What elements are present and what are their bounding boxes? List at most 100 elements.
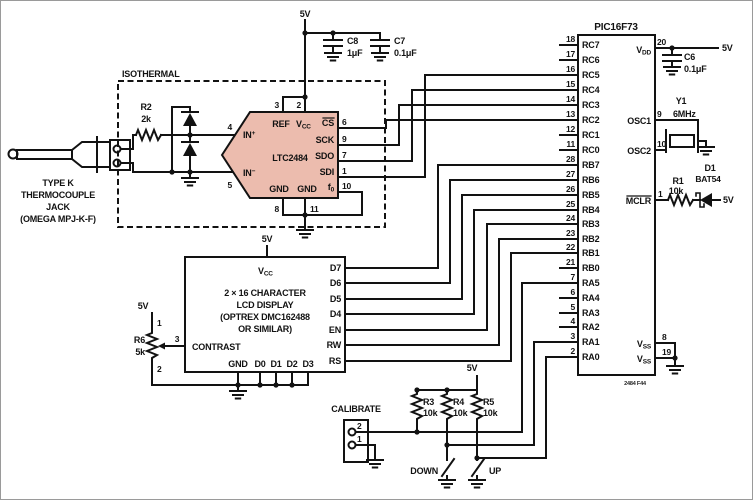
svg-text:3: 3 bbox=[175, 334, 180, 344]
resistor-r4 bbox=[439, 389, 455, 446]
r2-value: 2k bbox=[141, 114, 152, 124]
svg-text:RA5: RA5 bbox=[582, 278, 600, 288]
svg-text:8: 8 bbox=[274, 204, 279, 214]
svg-text:11: 11 bbox=[566, 139, 575, 149]
resistor-r1 bbox=[666, 192, 695, 208]
svg-text:15: 15 bbox=[566, 79, 576, 89]
c8-value: 1μF bbox=[347, 48, 363, 58]
r4-value: 10k bbox=[453, 408, 469, 418]
svg-text:GND: GND bbox=[297, 184, 317, 194]
resistors bbox=[134, 127, 695, 459]
thermocouple-jack bbox=[7, 136, 131, 173]
svg-text:EN: EN bbox=[329, 325, 341, 335]
contrast-label: CONTRAST bbox=[192, 342, 241, 352]
svg-text:6: 6 bbox=[570, 287, 575, 297]
svg-text:5: 5 bbox=[227, 180, 232, 190]
svg-text:RC5: RC5 bbox=[582, 70, 600, 80]
svg-text:RC4: RC4 bbox=[582, 85, 600, 95]
svg-text:20: 20 bbox=[657, 37, 667, 47]
osc2-label: OSC2 bbox=[627, 146, 651, 156]
svg-text:RB6: RB6 bbox=[582, 175, 600, 185]
svg-text:RS: RS bbox=[329, 356, 341, 366]
ground-icon bbox=[296, 229, 314, 239]
svg-text:27: 27 bbox=[566, 169, 576, 179]
protection-diode-upper bbox=[181, 111, 199, 127]
crystal-y1 bbox=[665, 129, 699, 153]
down-button-label: DOWN bbox=[410, 466, 438, 476]
c6-value: 0.1μF bbox=[684, 64, 707, 74]
supply-5v-label: 5V bbox=[300, 9, 311, 19]
svg-text:16: 16 bbox=[566, 64, 576, 74]
r6-value: 5k bbox=[135, 347, 146, 357]
lcd-vcc-label: VCC bbox=[258, 266, 273, 278]
wire-rs bbox=[344, 252, 579, 362]
svg-text:RA4: RA4 bbox=[582, 293, 600, 303]
resistor-r5 bbox=[469, 389, 485, 459]
ground-icon bbox=[663, 66, 681, 76]
svg-text:26: 26 bbox=[566, 184, 576, 194]
svg-text:6: 6 bbox=[342, 117, 347, 127]
r5-ref: R5 bbox=[483, 397, 494, 407]
svg-text:28: 28 bbox=[566, 154, 576, 164]
svg-text:11: 11 bbox=[310, 204, 319, 214]
svg-text:RW: RW bbox=[327, 340, 342, 350]
wire-ra1-down bbox=[533, 341, 579, 446]
ltc2484-chip bbox=[220, 111, 339, 199]
diode-d1-bat54 bbox=[695, 192, 712, 208]
svg-text:RA1: RA1 bbox=[582, 337, 600, 347]
svg-text:17: 17 bbox=[566, 49, 576, 59]
svg-text:RC1: RC1 bbox=[582, 130, 600, 140]
cap-c8 bbox=[323, 39, 343, 47]
d1-ref: D1 bbox=[704, 163, 715, 173]
svg-text:3: 3 bbox=[274, 100, 279, 110]
svg-text:2: 2 bbox=[157, 364, 162, 374]
sck-pin-label: SCK bbox=[316, 135, 335, 145]
ground-icon bbox=[181, 177, 199, 187]
f0-pin-label: f0 bbox=[328, 182, 335, 194]
pot-r6 bbox=[144, 312, 160, 386]
svg-text:(OMEGA MPJ-K-F): (OMEGA MPJ-K-F) bbox=[20, 214, 96, 224]
svg-text:19: 19 bbox=[662, 347, 672, 357]
svg-text:24: 24 bbox=[566, 213, 576, 223]
calibrate-labels: CALIBRATE 2 1 R3 10k R4 10k R5 10k 5V DO… bbox=[331, 363, 501, 476]
r3-value: 10k bbox=[423, 408, 439, 418]
svg-text:7: 7 bbox=[570, 272, 575, 282]
svg-text:13: 13 bbox=[566, 109, 576, 119]
svg-text:OR SIMILAR): OR SIMILAR) bbox=[238, 324, 292, 334]
c6-ref: C6 bbox=[684, 52, 695, 62]
up-button-label: UP bbox=[489, 466, 501, 476]
svg-text:GND: GND bbox=[269, 184, 289, 194]
down-switch-lever bbox=[440, 457, 456, 478]
lcd-block bbox=[184, 256, 346, 373]
svg-text:RC3: RC3 bbox=[582, 100, 600, 110]
svg-text:D7: D7 bbox=[330, 263, 341, 273]
cap-c6 bbox=[662, 54, 682, 62]
isothermal-title: ISOTHERMAL bbox=[122, 69, 180, 79]
svg-text:2 × 16 CHARACTER: 2 × 16 CHARACTER bbox=[224, 288, 306, 298]
c8-ref: C8 bbox=[347, 36, 358, 46]
svg-text:RB0: RB0 bbox=[582, 263, 600, 273]
pot-wiper-arrow bbox=[158, 342, 165, 350]
svg-text:THERMOCOUPLE: THERMOCOUPLE bbox=[21, 190, 95, 200]
svg-text:12: 12 bbox=[566, 124, 576, 134]
vss-label-2: VSS bbox=[637, 354, 652, 366]
svg-text:10: 10 bbox=[657, 139, 667, 149]
svg-text:RC0: RC0 bbox=[582, 145, 600, 155]
ltc2484-part: LTC2484 bbox=[272, 153, 308, 163]
svg-text:RC6: RC6 bbox=[582, 55, 600, 65]
svg-text:RB5: RB5 bbox=[582, 190, 600, 200]
r3-ref: R3 bbox=[423, 397, 434, 407]
r4-ref: R4 bbox=[453, 397, 464, 407]
ground-icon bbox=[666, 365, 684, 375]
r1-ref: R1 bbox=[672, 176, 683, 186]
svg-text:RB2: RB2 bbox=[582, 234, 600, 244]
r5-value: 10k bbox=[483, 408, 499, 418]
c7-value: 0.1μF bbox=[394, 48, 417, 58]
svg-text:RC2: RC2 bbox=[582, 115, 600, 125]
svg-text:RB3: RB3 bbox=[582, 219, 600, 229]
svg-text:2: 2 bbox=[357, 421, 362, 431]
svg-text:8: 8 bbox=[662, 332, 667, 342]
svg-text:9: 9 bbox=[657, 109, 662, 119]
wire-ra5-calibrate bbox=[521, 282, 579, 433]
calibrate-connector bbox=[343, 419, 369, 463]
